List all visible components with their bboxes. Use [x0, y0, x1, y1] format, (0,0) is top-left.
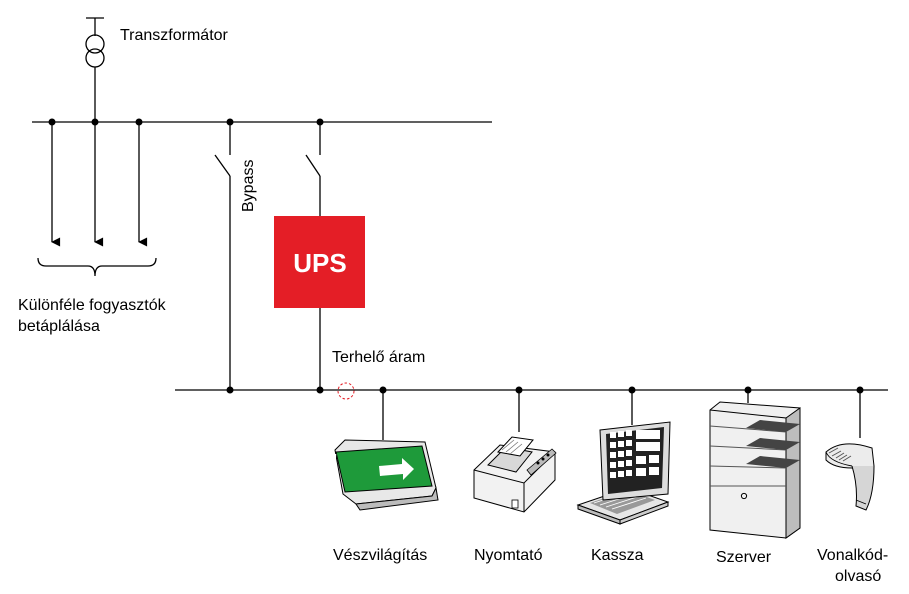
consumers-brace	[37, 257, 157, 277]
device-label-barcode-reader-line1: Vonalkód-	[817, 547, 888, 564]
junction-dot	[515, 386, 523, 394]
junction-dot	[628, 386, 636, 394]
device-label-server: Szerver	[716, 549, 772, 566]
transformer-label: Transzformátor	[120, 27, 229, 44]
consumer-feeds	[51, 122, 148, 247]
consumers-label-line2: betáplálása	[18, 318, 100, 335]
ups-label: UPS	[293, 248, 346, 278]
barcode-scanner-icon	[825, 443, 875, 511]
cash-register-icon	[576, 421, 671, 525]
device-label-cash-register: Kassza	[591, 547, 644, 564]
junction-dot	[856, 386, 864, 394]
bypass-label: Bypass	[240, 160, 257, 212]
ups-box	[274, 216, 365, 308]
ups-branch	[305, 122, 321, 390]
current-measurement-marker	[337, 382, 355, 400]
junction-dot	[744, 386, 752, 394]
junction-dot	[316, 386, 324, 394]
device-label-printer: Nyomtató	[474, 547, 543, 564]
printer-icon	[473, 436, 557, 513]
server-icon	[709, 401, 801, 539]
consumers-label-line1: Különféle fogyasztók	[18, 297, 167, 314]
junction-dot	[226, 386, 234, 394]
device-label-barcode-reader-line2: olvasó	[835, 568, 881, 585]
bypass-branch	[214, 122, 231, 390]
load-current-label: Terhelő áram	[332, 349, 425, 366]
exit-sign-icon	[312, 439, 439, 511]
junction-dot	[379, 386, 387, 394]
transformer-symbol	[85, 17, 105, 122]
device-label-emergency-light: Vészvilágítás	[333, 547, 427, 564]
device-drops	[382, 390, 861, 440]
